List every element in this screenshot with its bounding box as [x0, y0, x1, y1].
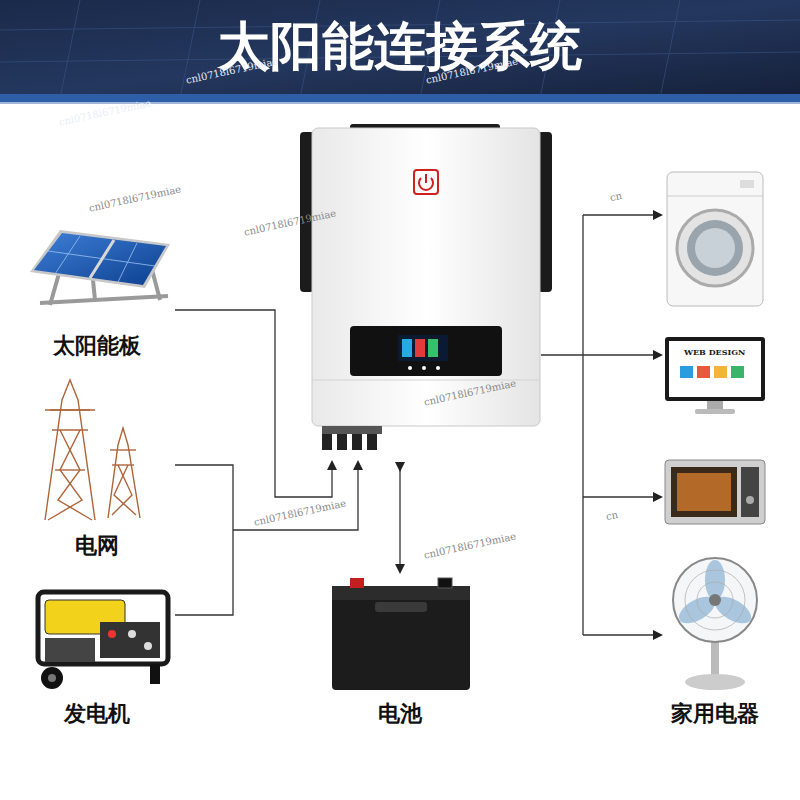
microwave — [665, 460, 765, 524]
watermark: cn — [605, 509, 619, 522]
monitor — [665, 337, 765, 414]
device-caption: 电池 — [378, 701, 422, 727]
device-caption: 电网 — [75, 533, 119, 559]
watermark: cn — [609, 190, 623, 203]
generator — [38, 592, 168, 689]
watermark: cnl0718l6719miae — [88, 183, 182, 213]
electric-fan — [673, 558, 757, 690]
screen-text: WEB DESIGN — [684, 348, 745, 357]
solar-panel — [30, 230, 170, 305]
battery — [332, 578, 470, 690]
caption-text: 电网 — [75, 533, 119, 559]
inverter — [300, 124, 552, 450]
device-caption: 太阳能板 — [53, 333, 141, 359]
watermark: cnl0718l6719miae — [253, 497, 347, 527]
caption-text: 发电机 — [64, 701, 130, 727]
watermark: cnl0718l6719miae — [423, 530, 517, 560]
power-tower — [45, 380, 140, 520]
washing-machine — [667, 172, 763, 306]
device-caption: 发电机 — [64, 701, 130, 727]
caption-text: 电池 — [378, 701, 422, 727]
title-band — [0, 0, 800, 104]
caption-text: 家用电器 — [671, 701, 759, 727]
caption-text: 太阳能板 — [53, 333, 141, 359]
device-caption: 家用电器 — [671, 701, 759, 727]
